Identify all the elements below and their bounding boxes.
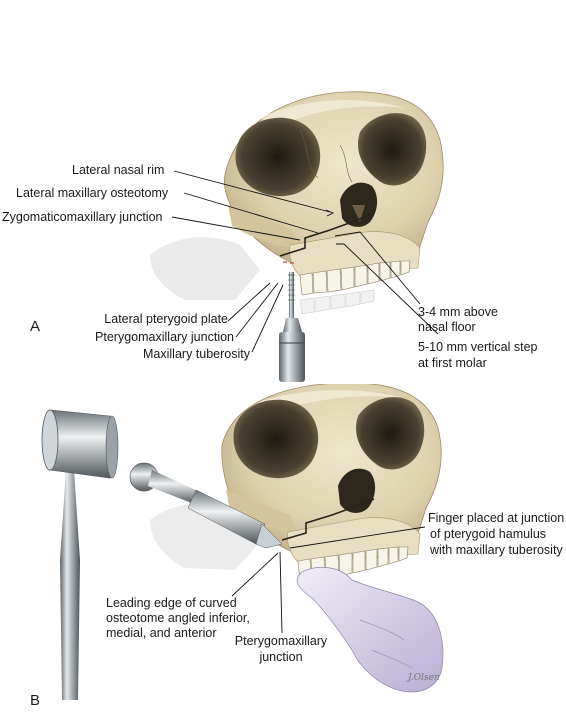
osteotome-a [279, 272, 305, 382]
label-above-nasal-floor-line2: nasal floor [418, 320, 476, 334]
label-finger-line1: Finger placed at junction [428, 511, 565, 525]
label-leading-edge-line3: medial, and anterior [106, 626, 217, 640]
label-vertical-step-line1: 5-10 mm vertical step [418, 340, 538, 354]
label-finger-line2: of pterygoid hamulus [430, 527, 547, 541]
label-ptm-junction-line1: Pterygomaxillary [234, 634, 328, 648]
label-above-nasal-floor-line1: 3-4 mm above [418, 305, 498, 319]
mallet [41, 409, 119, 700]
skull-b [150, 382, 442, 582]
label-vertical-step-line2: at first molar [418, 356, 487, 370]
artist-signature: J.Olsen [408, 673, 440, 683]
label-lateral-pterygoid-plate: Lateral pterygoid plate [104, 312, 228, 326]
label-ptm-junction-line2: junction [259, 650, 303, 664]
label-pterygomaxillary-junction: Pterygomaxillary junction [95, 330, 234, 344]
leader-lines [171, 170, 439, 634]
panel-a-letter: A [30, 318, 41, 335]
label-maxillary-tuberosity: Maxillary tuberosity [143, 347, 250, 361]
label-zygomaticomaxillary-junction: Zygomaticomaxillary junction [2, 210, 163, 224]
skull-a [150, 91, 444, 315]
label-lateral-nasal-rim: Lateral nasal rim [72, 163, 165, 177]
gloved-finger [296, 566, 444, 693]
label-finger-line3: with maxillary tuberosity [430, 543, 563, 557]
label-leading-edge-line1: Leading edge of curved [106, 596, 237, 610]
label-lateral-maxillary-osteotomy: Lateral maxillary osteotomy [16, 186, 169, 200]
panel-b-letter: B [30, 692, 41, 709]
label-leading-edge-line2: osteotome angled inferior, [106, 611, 250, 625]
osteotome-b [129, 462, 283, 549]
